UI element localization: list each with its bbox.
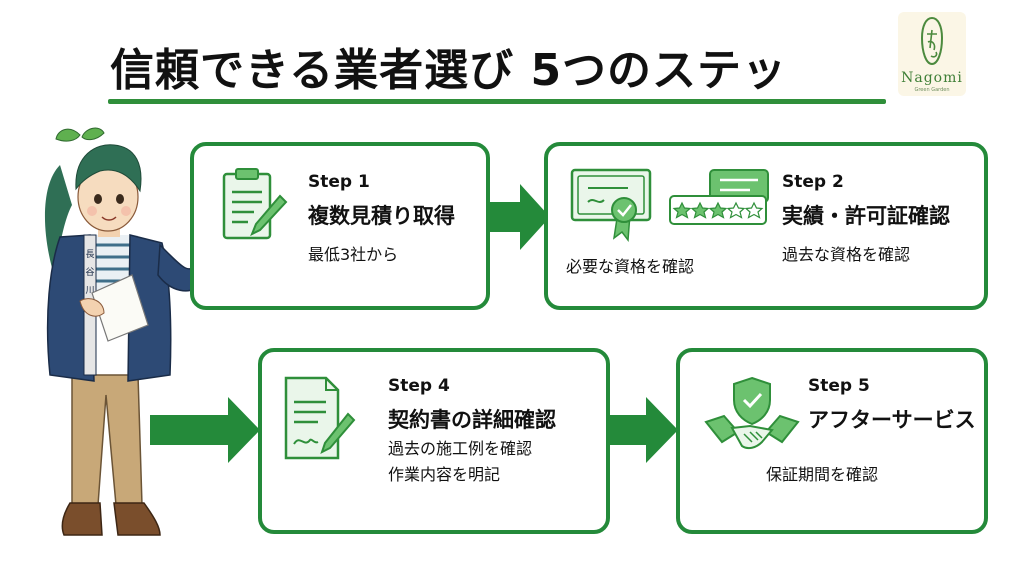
logo-mark-icon: [920, 16, 944, 66]
step-4-heading: 契約書の詳細確認: [388, 408, 556, 432]
handshake-shield-icon: [704, 376, 800, 450]
step-5-heading: アフターサービス: [808, 408, 976, 432]
step-2-card: 必要な資格を確認 Step 2 実績・許可証確認 過去な資格を確認: [544, 142, 988, 310]
step-4-description-line-1: 過去の施工例を確認: [388, 439, 533, 458]
guide-character-illustration: 長 谷 川 造: [44, 127, 220, 536]
step-2-heading: 実績・許可証確認: [782, 204, 950, 228]
rating-review-icon: [669, 169, 769, 225]
step-2-label: Step 2: [782, 172, 844, 192]
step-5-card: Step 5 アフターサービス 保証期間を確認: [676, 348, 988, 534]
step-1-card: Step 1 複数見積り取得 最低3社から: [190, 142, 490, 310]
svg-text:谷: 谷: [85, 267, 94, 278]
svg-text:川: 川: [85, 286, 94, 296]
logo-name: Nagomi: [901, 70, 963, 86]
step-4-card: Step 4 契約書の詳細確認 過去の施工例を確認 作業内容を明記: [258, 348, 610, 534]
certificate-icon: [570, 168, 652, 242]
brand-logo: Nagomi Green Garden: [898, 12, 966, 96]
page-title: 信頼できる業者選び 5つのステッ: [110, 45, 788, 96]
step-2-description: 過去な資格を確認: [782, 245, 911, 264]
step-2-caption: 必要な資格を確認: [566, 257, 695, 276]
clipboard-pencil-icon: [222, 168, 288, 240]
title-underline: [108, 99, 886, 104]
contract-pen-icon: [284, 376, 356, 460]
step-4-description-line-2: 作業内容を明記: [388, 465, 501, 484]
step-1-label: Step 1: [308, 172, 370, 192]
jacket-text: 長: [85, 249, 94, 260]
logo-subtitle: Green Garden: [914, 87, 950, 93]
arrow-right-icon: [488, 184, 550, 250]
arrow-right-icon: [150, 397, 260, 463]
step-1-description: 最低3社から: [308, 245, 399, 264]
step-4-label: Step 4: [388, 376, 450, 396]
step-5-label: Step 5: [808, 376, 870, 396]
arrow-right-icon: [608, 397, 678, 463]
step-5-description: 保証期間を確認: [766, 465, 879, 484]
step-1-heading: 複数見積り取得: [308, 204, 455, 228]
